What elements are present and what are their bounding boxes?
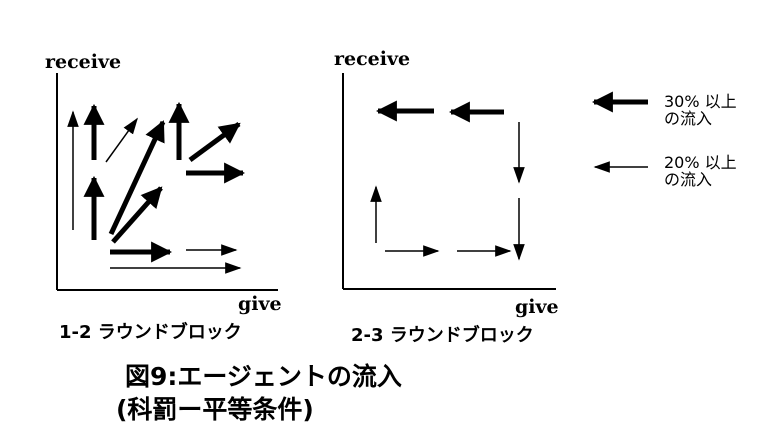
panel1-title: 1-2 ラウンドブロック [59,322,242,343]
figure-caption-title: 図9:エージェントの流入 [125,362,402,391]
panel2-x-axis-label: give [515,296,559,318]
panel2-title: 2-3 ラウンドブロック [351,325,534,346]
panel1-y-axis-label: receive [45,51,122,73]
panel2-axes [342,73,556,290]
panel2-y-axis-label: receive [334,48,411,70]
figure-caption-condition: (科罰ー平等条件) [116,395,314,424]
arrow-thin-diagonal [105,117,138,163]
legend-thin-label: 20% 以上 の流入 [664,153,737,189]
legend-arrows [591,91,648,173]
arrow-thick-diagonal [108,120,166,236]
arrow-thick-diagonal [111,186,163,244]
panel1-axes [56,73,278,291]
panel1-x-axis-label: give [238,293,282,315]
panel1-arrows [67,101,246,274]
arrow-thick-diagonal [188,121,241,163]
panel2-arrows [370,100,525,261]
legend-thick-label: 30% 以上 の流入 [664,92,737,128]
